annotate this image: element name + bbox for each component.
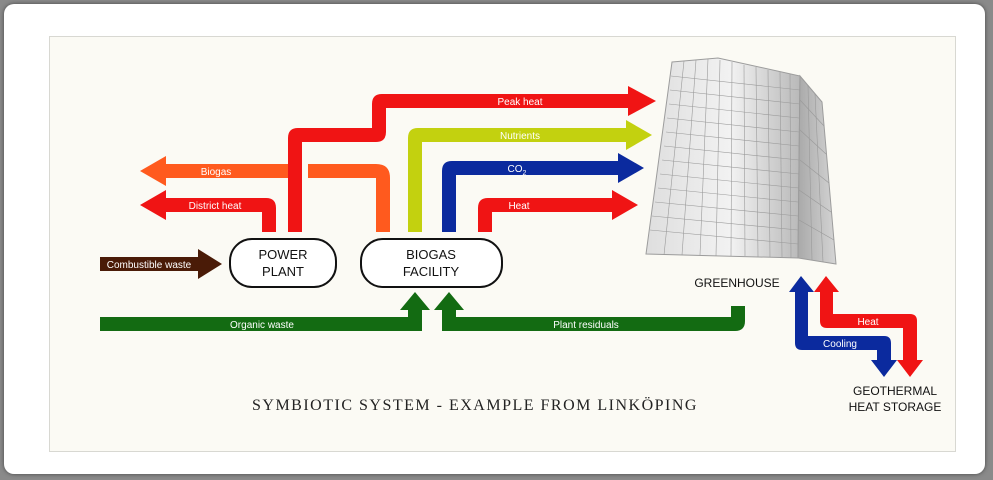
heat-to-greenhouse-label: Heat (508, 201, 529, 212)
diagram-caption: SYMBIOTIC SYSTEM - EXAMPLE FROM LINKÖPIN… (252, 396, 698, 414)
peak-heat-arrow (288, 86, 656, 232)
biogas-facility-label-line1: BIOGAS (406, 247, 456, 262)
biogas-facility-node: BIOGAS FACILITY (360, 238, 503, 288)
power-plant-label-line2: PLANT (262, 264, 304, 279)
organic-waste-label: Organic waste (230, 320, 294, 331)
organic-waste-arrow (100, 292, 430, 331)
combustible-waste-arrow (100, 249, 222, 279)
cooling-arrow (789, 276, 897, 377)
plant-residuals-label: Plant residuals (553, 320, 619, 331)
greenhouse-building (645, 57, 837, 265)
biogas-facility-label-line2: FACILITY (403, 264, 460, 279)
district-heat-arrow (140, 190, 276, 232)
co2-arrow (442, 153, 644, 232)
heat-to-greenhouse-arrow (478, 190, 638, 232)
power-plant-node: POWER PLANT (229, 238, 337, 288)
heat-storage-label: Heat (857, 317, 878, 328)
heat-storage-arrow (814, 276, 923, 377)
geothermal-label-line2: HEAT STORAGE (849, 400, 942, 414)
co2-label-main: CO (508, 164, 523, 175)
nutrients-label: Nutrients (500, 131, 540, 142)
co2-label-subscript: 2 (523, 170, 527, 177)
biogas-label: Biogas (201, 167, 232, 178)
nutrients-arrow (408, 120, 652, 232)
biogas-arrow (140, 156, 288, 186)
plant-residuals-arrow (434, 292, 745, 331)
cooling-label: Cooling (823, 339, 857, 350)
greenhouse-label: GREENHOUSE (694, 276, 779, 290)
co2-label: CO2 (508, 164, 527, 177)
biogas-arrow-stub (308, 164, 390, 232)
combustible-waste-label: Combustible waste (107, 260, 192, 271)
geothermal-label-line1: GEOTHERMAL (853, 384, 937, 398)
peak-heat-label: Peak heat (497, 97, 542, 108)
power-plant-label-line1: POWER (258, 247, 307, 262)
district-heat-label: District heat (189, 201, 242, 212)
